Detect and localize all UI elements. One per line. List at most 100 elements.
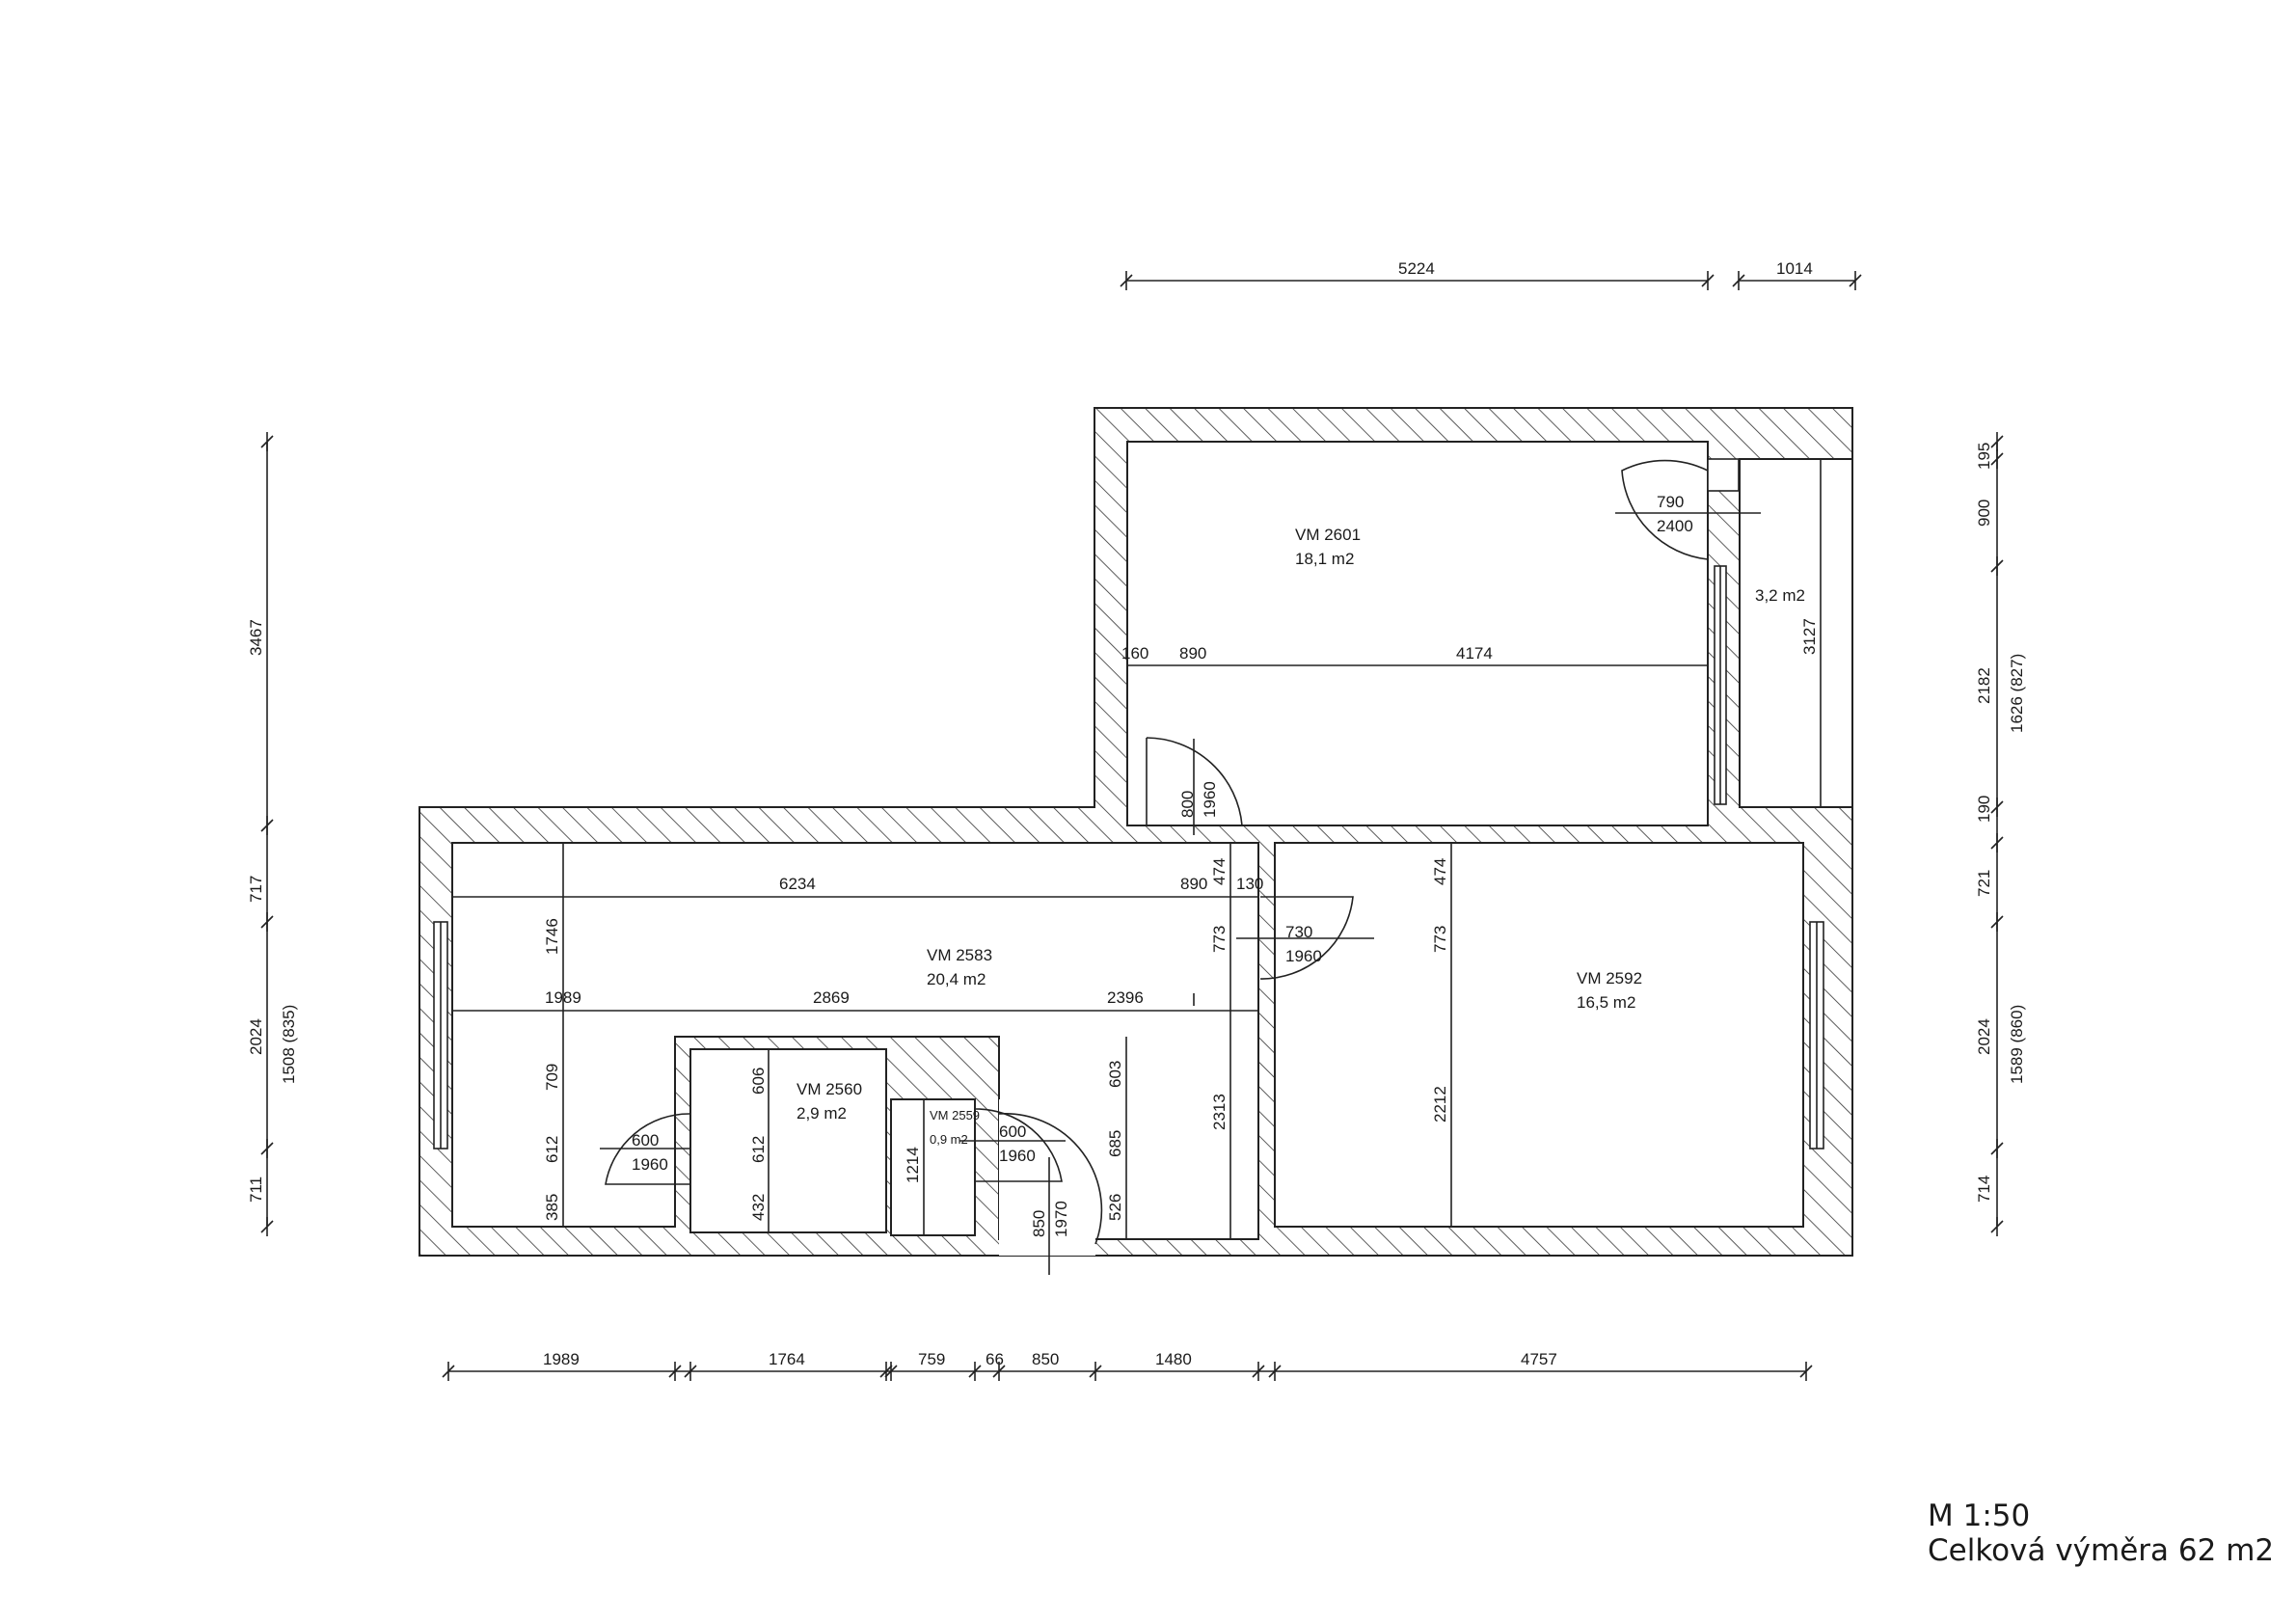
dim-left: 2024 bbox=[247, 1018, 265, 1055]
door-swing-2583 bbox=[1259, 896, 1354, 980]
window-top-right bbox=[1707, 458, 1740, 492]
dim-tick bbox=[668, 1362, 682, 1381]
dim-right: 714 bbox=[1975, 1176, 1993, 1203]
room-label-id: VM 2559 bbox=[930, 1108, 980, 1123]
door-height-label: 1960 bbox=[632, 1155, 668, 1174]
dim-interior: 474 bbox=[1431, 858, 1449, 885]
room-label-area: 3,2 m2 bbox=[1755, 586, 1805, 605]
dim-interior: 603 bbox=[1106, 1061, 1124, 1088]
dim-tick bbox=[1701, 271, 1715, 290]
door-width-label: 850 bbox=[1030, 1210, 1048, 1237]
dim-right: 900 bbox=[1975, 500, 1993, 527]
dim-tick bbox=[684, 1362, 697, 1381]
dim-interior: 1989 bbox=[545, 988, 581, 1007]
dim-tick bbox=[1799, 1362, 1813, 1381]
dim-left: 717 bbox=[247, 876, 265, 903]
dim-interior: 606 bbox=[749, 1068, 768, 1095]
dim-interior: 612 bbox=[543, 1136, 561, 1163]
dim-interior: 890 bbox=[1180, 875, 1207, 893]
dim-interior: 1214 bbox=[904, 1147, 922, 1183]
dim-tick bbox=[879, 1362, 893, 1381]
dim-bottom: 1764 bbox=[769, 1350, 805, 1368]
dim-bottom: 759 bbox=[918, 1350, 945, 1368]
wc-corridor-floor bbox=[999, 1099, 1095, 1256]
dim-left: 3467 bbox=[247, 619, 265, 656]
dim-interior: 773 bbox=[1210, 926, 1229, 953]
dim-tick bbox=[260, 1139, 274, 1158]
dim-right: 2024 bbox=[1975, 1018, 1993, 1055]
dim-tick bbox=[1732, 271, 1745, 290]
dim-tick bbox=[260, 432, 274, 451]
dim-tick bbox=[1990, 798, 2004, 817]
dim-interior: 2396 bbox=[1107, 988, 1144, 1007]
room-3-2-floor bbox=[1739, 458, 1853, 808]
dim-tick bbox=[1990, 449, 2004, 469]
dim-tick bbox=[884, 1362, 898, 1381]
room-label-id: VM 2560 bbox=[797, 1080, 862, 1098]
dim-tick bbox=[1990, 432, 2004, 451]
room-label-id: VM 2601 bbox=[1295, 526, 1361, 544]
door-swing-bath bbox=[605, 1113, 690, 1185]
dim-right: 1626 (827) bbox=[2008, 654, 2026, 733]
dim-interior: 432 bbox=[749, 1194, 768, 1221]
door-width-label: 600 bbox=[999, 1123, 1026, 1141]
dim-tick bbox=[1990, 912, 2004, 932]
room-label-area: 18,1 m2 bbox=[1295, 550, 1354, 568]
dim-tick bbox=[1849, 271, 1862, 290]
dim-tick bbox=[1990, 556, 2004, 576]
dim-tick bbox=[442, 1362, 455, 1381]
dim-interior: 130 bbox=[1236, 875, 1263, 893]
dim-right: 2182 bbox=[1975, 667, 1993, 704]
dim-interior: 773 bbox=[1431, 926, 1449, 953]
dim-tick bbox=[260, 816, 274, 835]
interior-dim-lines bbox=[452, 459, 1822, 1239]
dim-interior: 526 bbox=[1106, 1194, 1124, 1221]
dim-interior: 4174 bbox=[1456, 644, 1493, 663]
dim-tick bbox=[1990, 1139, 2004, 1158]
dim-interior: 2313 bbox=[1210, 1094, 1229, 1130]
dim-interior: 6234 bbox=[779, 875, 816, 893]
dim-right: 721 bbox=[1975, 870, 1993, 897]
dim-tick bbox=[1120, 271, 1133, 290]
dim-tick bbox=[992, 1362, 1006, 1381]
room-2592-floor bbox=[1274, 842, 1804, 1228]
door-height-label: 1960 bbox=[1285, 947, 1322, 965]
dim-right: 195 bbox=[1975, 443, 1993, 470]
dim-interior: 3127 bbox=[1800, 618, 1819, 655]
dim-top: 5224 bbox=[1398, 259, 1435, 278]
door-swing-2601-right bbox=[1621, 459, 1709, 560]
room-2559-floor bbox=[890, 1098, 976, 1236]
scale-label: M 1:50 bbox=[1928, 1499, 2031, 1533]
dim-interior: 2212 bbox=[1431, 1086, 1449, 1123]
room-label-area: 20,4 m2 bbox=[927, 970, 986, 988]
door-height-label: 1960 bbox=[999, 1147, 1036, 1165]
dim-interior: 612 bbox=[749, 1136, 768, 1163]
door-swing-wc bbox=[974, 1108, 1063, 1182]
dim-tick bbox=[1268, 1362, 1282, 1381]
windows bbox=[433, 458, 1824, 1150]
dim-tick bbox=[1089, 1362, 1102, 1381]
dim-interior: 2869 bbox=[813, 988, 850, 1007]
dim-bottom: 850 bbox=[1032, 1350, 1059, 1368]
door-height-label: 1960 bbox=[1201, 781, 1219, 818]
dim-tick bbox=[1990, 833, 2004, 852]
dim-interior: 474 bbox=[1210, 858, 1229, 885]
dim-tick bbox=[260, 912, 274, 932]
dim-top: 1014 bbox=[1776, 259, 1813, 278]
door-swing-2601 bbox=[1146, 737, 1243, 826]
room-label-id: VM 2592 bbox=[1577, 969, 1642, 987]
dim-interior: 160 bbox=[1121, 644, 1148, 663]
dim-right: 190 bbox=[1975, 796, 1993, 823]
dim-tick bbox=[260, 1217, 274, 1236]
room-label-area: 16,5 m2 bbox=[1577, 993, 1635, 1012]
door-width-label: 600 bbox=[632, 1131, 659, 1150]
door-swing-corridor bbox=[998, 1113, 1103, 1275]
text-layer: VM 2601 18,1 m2 3,2 m2 VM 2583 20,4 m2 VM 259… bbox=[247, 259, 2026, 1381]
dim-left: 711 bbox=[247, 1177, 265, 1203]
room-label-area: 0,9 m2 bbox=[930, 1132, 968, 1147]
dim-tick bbox=[968, 1362, 982, 1381]
dim-tick bbox=[1252, 1362, 1265, 1381]
room-label-id: VM 2583 bbox=[927, 946, 992, 964]
legend: M 1:50 Celková výměra 62 m2 bbox=[1928, 1499, 2274, 1568]
